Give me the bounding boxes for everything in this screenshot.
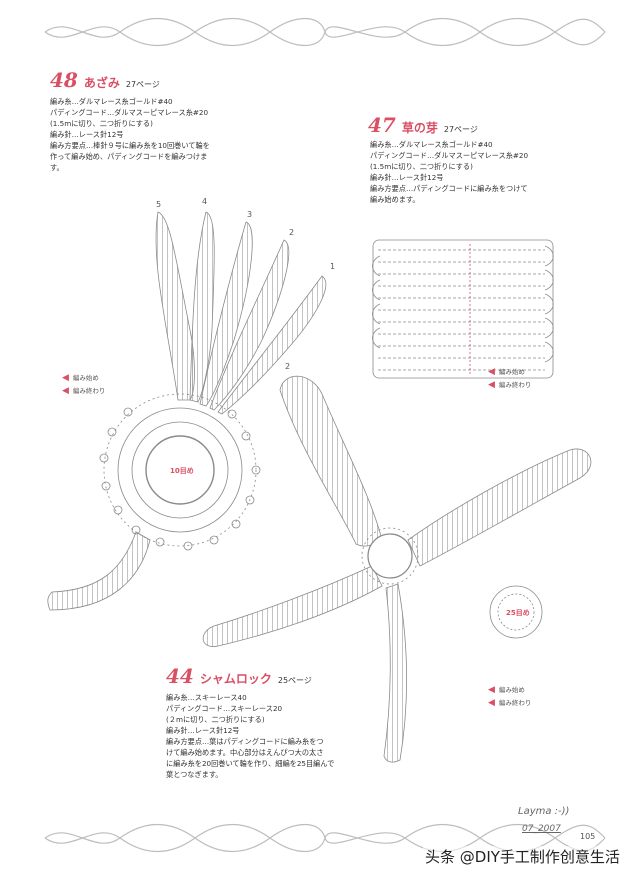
petal-number: 5 xyxy=(156,200,162,209)
note-line: 葉とつなぎます。 xyxy=(166,770,223,779)
bottom-ornament-border xyxy=(44,823,606,853)
pattern-48-notes: 編み糸…ダルマレース糸ゴールド#40 パディングコード…ダルマスーピマレース糸#… xyxy=(50,96,210,173)
note-line: 編み方要点…パディングコードに編み糸をつけて xyxy=(370,184,528,193)
end-arrow-icon: ◀ xyxy=(62,386,69,396)
pattern-48-heading: 48 あざみ 27ページ xyxy=(50,68,160,92)
petal-number: 2 xyxy=(289,228,295,237)
pattern-44-name: シャムロック xyxy=(199,672,272,686)
pattern-47-number: 47 xyxy=(368,113,396,137)
rosette-picots xyxy=(99,407,261,551)
note-line: 編み糸…ダルマレース糸ゴールド#40 xyxy=(370,140,493,149)
note-line: (２mに切り、二つ折りにする) xyxy=(166,715,265,724)
petal-number: 3 xyxy=(247,210,253,219)
pattern-47-notes: 編み糸…ダルマレース糸ゴールド#40 パディングコード…ダルマスーピマレース糸#… xyxy=(370,139,528,205)
note-line: 編み方要点…棒針９号に編み糸を10回巻いて輪を xyxy=(50,141,210,150)
pattern-48-legend: ◀編み始め ◀編み終わり xyxy=(62,372,105,398)
pattern-48-page-ref: 27ページ xyxy=(125,80,160,89)
pattern-47-legend: ◀編み始め ◀編み終わり xyxy=(488,366,531,392)
pattern-44-heading: 44 シャムロック 25ページ xyxy=(166,664,312,688)
legend-start: 編み始め xyxy=(498,686,525,694)
date-stamp: 07_2007 xyxy=(522,824,561,834)
pattern-44-diagram xyxy=(202,375,592,763)
note-line: けて編み始めます。中心部分はえんぴつ大の太さ xyxy=(166,748,324,757)
start-arrow-icon: ◀ xyxy=(488,367,495,377)
end-arrow-icon: ◀ xyxy=(488,698,495,708)
legend-end: 編み終わり xyxy=(72,387,106,395)
note-line: す。 xyxy=(50,163,64,172)
pattern-44-number: 44 xyxy=(166,664,194,688)
note-line: 作って編み始め、パディングコードを編みつけま xyxy=(50,152,208,161)
pattern-44-notes: 編み糸…スキーレース40 パディングコード…スキーレース20 (２mに切り、二つ… xyxy=(166,692,334,780)
note-line: 編み糸…スキーレース40 xyxy=(166,693,247,702)
petal-number: 1 xyxy=(330,262,336,271)
note-line: (1.5mに切り、二つ折りにする) xyxy=(370,162,473,171)
pattern-47-page-ref: 27ページ xyxy=(443,125,478,134)
note-line: 編み糸…ダルマレース糸ゴールド#40 xyxy=(50,97,173,106)
page-number: 105 xyxy=(580,832,596,841)
note-line: 編み針…レース針12号 xyxy=(166,726,240,735)
note-line: 編み針…レース針12号 xyxy=(50,130,124,139)
note-line: パディングコード…スキーレース20 xyxy=(166,704,283,713)
note-line: に編み糸を20回巻いて輪を作り、細編を25目編んで xyxy=(166,759,335,768)
pattern-48-diagram xyxy=(47,211,327,611)
note-line: パディングコード…ダルマスーピマレース糸#20 xyxy=(370,151,529,160)
petal-number: 4 xyxy=(202,197,208,206)
pattern-47-heading: 47 草の芽 27ページ xyxy=(368,113,478,137)
pattern-47-diagram xyxy=(372,239,554,379)
pattern-48-center-label: 10目め xyxy=(170,467,194,475)
watermark: 头条 @DIY手工制作创意生活 xyxy=(423,846,622,867)
pattern-44-page-ref: 25ページ xyxy=(277,676,312,685)
top-ornament-border xyxy=(44,17,606,47)
note-line: (1.5mに切り、二つ折りにする) xyxy=(50,119,153,128)
start-arrow-icon: ◀ xyxy=(488,685,495,695)
note-line: 編み針…レース針12号 xyxy=(370,173,444,182)
note-line: 編み方要点…葉はパディングコードに編み糸をつ xyxy=(166,737,324,746)
pattern-47-name: 草の芽 xyxy=(401,121,438,135)
end-arrow-icon: ◀ xyxy=(488,380,495,390)
legend-start: 編み始め xyxy=(498,368,525,376)
legend-end: 編み終わり xyxy=(498,381,532,389)
pattern-48-number: 48 xyxy=(50,68,78,92)
pattern-44-center-label: 25目め xyxy=(506,609,530,617)
note-line: 編み始めます。 xyxy=(370,195,420,204)
legend-end: 編み終わり xyxy=(498,699,532,707)
start-arrow-icon: ◀ xyxy=(62,373,69,383)
legend-start: 編み始め xyxy=(72,374,99,382)
pattern-48-name: あざみ xyxy=(83,76,120,90)
signature: Layma :-)) xyxy=(518,806,570,817)
pattern-44-legend: ◀編み始め ◀編み終わり xyxy=(488,684,531,710)
leaf-number: 2 xyxy=(285,362,291,371)
note-line: パディングコード…ダルマスーピマレース糸#20 xyxy=(50,108,209,117)
